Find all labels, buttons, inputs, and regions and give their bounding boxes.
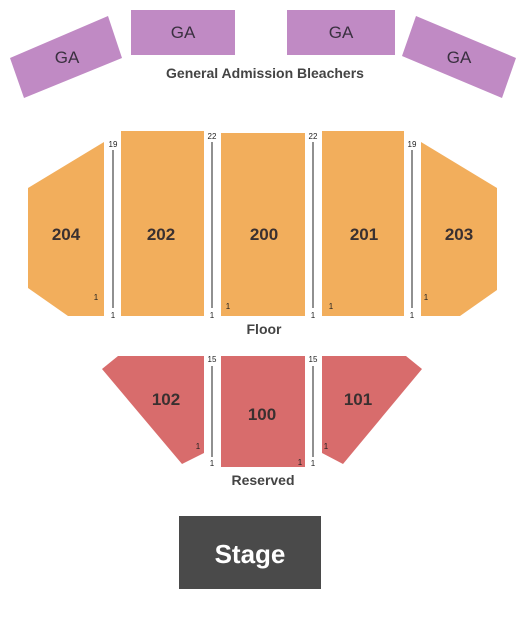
section-shape[interactable]	[102, 356, 204, 464]
ga-shape[interactable]	[402, 16, 516, 98]
reserved-area: 102 1 100 1 101 1 15 1 15 1 Reserved	[102, 355, 422, 488]
section-label: 100	[248, 405, 276, 424]
floor-row-markers: 19 1 22 1 22 1 19 1	[109, 132, 417, 320]
section-label: 202	[147, 225, 175, 244]
section-shape[interactable]	[121, 131, 204, 316]
row-marker-bottom: 1	[311, 459, 316, 468]
floor-area: 204 1 202 200 1 201 1 203 1 19 1 22	[28, 131, 497, 337]
section-102[interactable]: 102 1	[102, 356, 204, 464]
section-100[interactable]: 100 1	[221, 356, 305, 467]
row-marker-bottom: 1	[210, 311, 215, 320]
section-label: 102	[152, 390, 180, 409]
row-marker-bottom: 1	[111, 311, 116, 320]
section-202[interactable]: 202	[121, 131, 204, 316]
section-201[interactable]: 201 1	[322, 131, 404, 316]
section-shape[interactable]	[421, 142, 497, 316]
stage-shape	[179, 516, 321, 589]
stage: Stage	[179, 516, 321, 589]
ga-shape[interactable]	[10, 16, 122, 98]
section-203[interactable]: 203 1	[421, 142, 497, 316]
seat-one-marker: 1	[94, 293, 99, 302]
floor-area-label: Floor	[247, 321, 283, 337]
ga-section-far-right[interactable]: GA	[402, 16, 516, 98]
seat-one-marker: 1	[424, 293, 429, 302]
row-marker-top: 22	[309, 132, 318, 141]
row-marker-top: 19	[109, 140, 118, 149]
section-label: 201	[350, 225, 378, 244]
section-200[interactable]: 200 1	[221, 133, 305, 316]
section-label: 200	[250, 225, 278, 244]
ga-label: GA	[447, 48, 472, 67]
section-101[interactable]: 101 1	[322, 356, 422, 464]
section-shape[interactable]	[221, 133, 305, 316]
row-marker-bottom: 1	[410, 311, 415, 320]
row-marker-top: 15	[309, 355, 318, 364]
ga-section-far-left[interactable]: GA	[10, 16, 122, 98]
section-shape[interactable]	[28, 142, 104, 316]
seat-one-marker: 1	[324, 442, 329, 451]
section-shape[interactable]	[221, 356, 305, 467]
section-shape[interactable]	[322, 131, 404, 316]
seat-one-marker: 1	[298, 458, 303, 467]
row-marker-bottom: 1	[210, 459, 215, 468]
row-marker-bottom: 1	[311, 311, 316, 320]
seat-one-marker: 1	[329, 302, 334, 311]
row-marker-top: 19	[408, 140, 417, 149]
reserved-row-markers: 15 1 15 1	[208, 355, 318, 468]
section-shape[interactable]	[322, 356, 422, 464]
reserved-area-label: Reserved	[231, 472, 294, 488]
ga-label: GA	[171, 23, 196, 42]
ga-section-left[interactable]: GA	[131, 10, 235, 55]
ga-label: GA	[329, 23, 354, 42]
ga-label: GA	[55, 48, 80, 67]
ga-area-label: General Admission Bleachers	[166, 65, 364, 81]
row-marker-top: 15	[208, 355, 217, 364]
ga-section-right[interactable]: GA	[287, 10, 395, 55]
seat-one-marker: 1	[226, 302, 231, 311]
section-label: 101	[344, 390, 372, 409]
stage-label: Stage	[215, 539, 286, 569]
section-label: 204	[52, 225, 81, 244]
ga-shape[interactable]	[287, 10, 395, 55]
ga-shape[interactable]	[131, 10, 235, 55]
section-label: 203	[445, 225, 473, 244]
seat-one-marker: 1	[196, 442, 201, 451]
ga-bleachers: GA GA GA GA General Admission Bleachers	[10, 10, 516, 98]
row-marker-top: 22	[208, 132, 217, 141]
section-204[interactable]: 204 1	[28, 142, 104, 316]
